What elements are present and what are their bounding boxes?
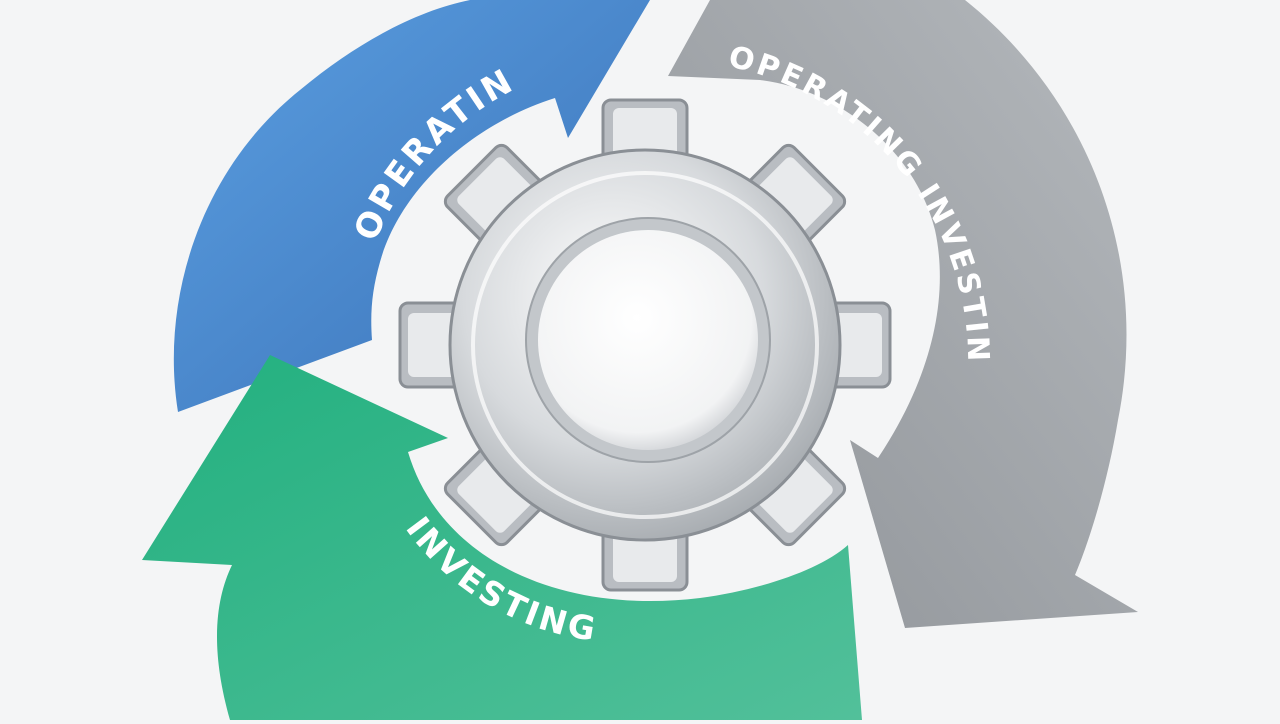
arrow-segment-investing: [142, 355, 862, 720]
arrow-segment-operating: [173, 0, 650, 412]
gear-icon: [398, 98, 892, 592]
arrow-segment-operating-investing: [668, 0, 1138, 628]
